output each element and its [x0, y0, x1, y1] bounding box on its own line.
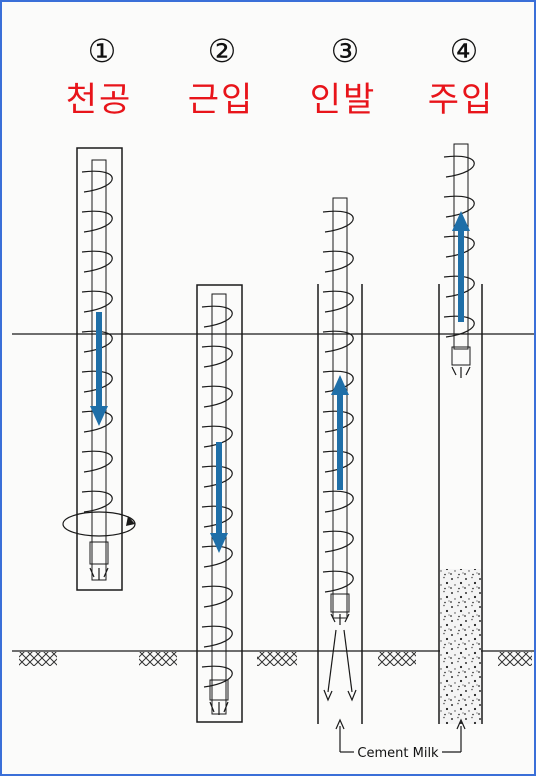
step-3-arrow-up [331, 375, 349, 490]
step-4-number: ④ [449, 32, 479, 70]
cement-milk-feed-line [335, 718, 466, 753]
step-3-number: ③ [330, 32, 360, 70]
step-4-arrow-up [452, 211, 470, 322]
step-2-auger [196, 284, 243, 723]
step-1-auger [62, 147, 136, 591]
step-3-hole [317, 284, 363, 724]
step-1-title: 천공 [65, 80, 133, 120]
step-2-number: ② [207, 32, 237, 70]
step-1-arrow-down [90, 312, 108, 426]
step-2-title: 근입 [187, 80, 255, 120]
step-3-cement-spray-arrows [323, 629, 357, 702]
step-4-title: 주입 [427, 80, 495, 120]
step-1-number: ① [87, 32, 117, 70]
step-4-auger [443, 143, 475, 378]
ground-hatch-group [19, 652, 532, 666]
step-2-arrow-down [210, 442, 228, 553]
step-4-hole [438, 284, 483, 724]
step-3-title: 인발 [309, 80, 377, 120]
step-3-auger [322, 197, 354, 625]
cement-milk-label: Cement Milk [357, 746, 439, 761]
